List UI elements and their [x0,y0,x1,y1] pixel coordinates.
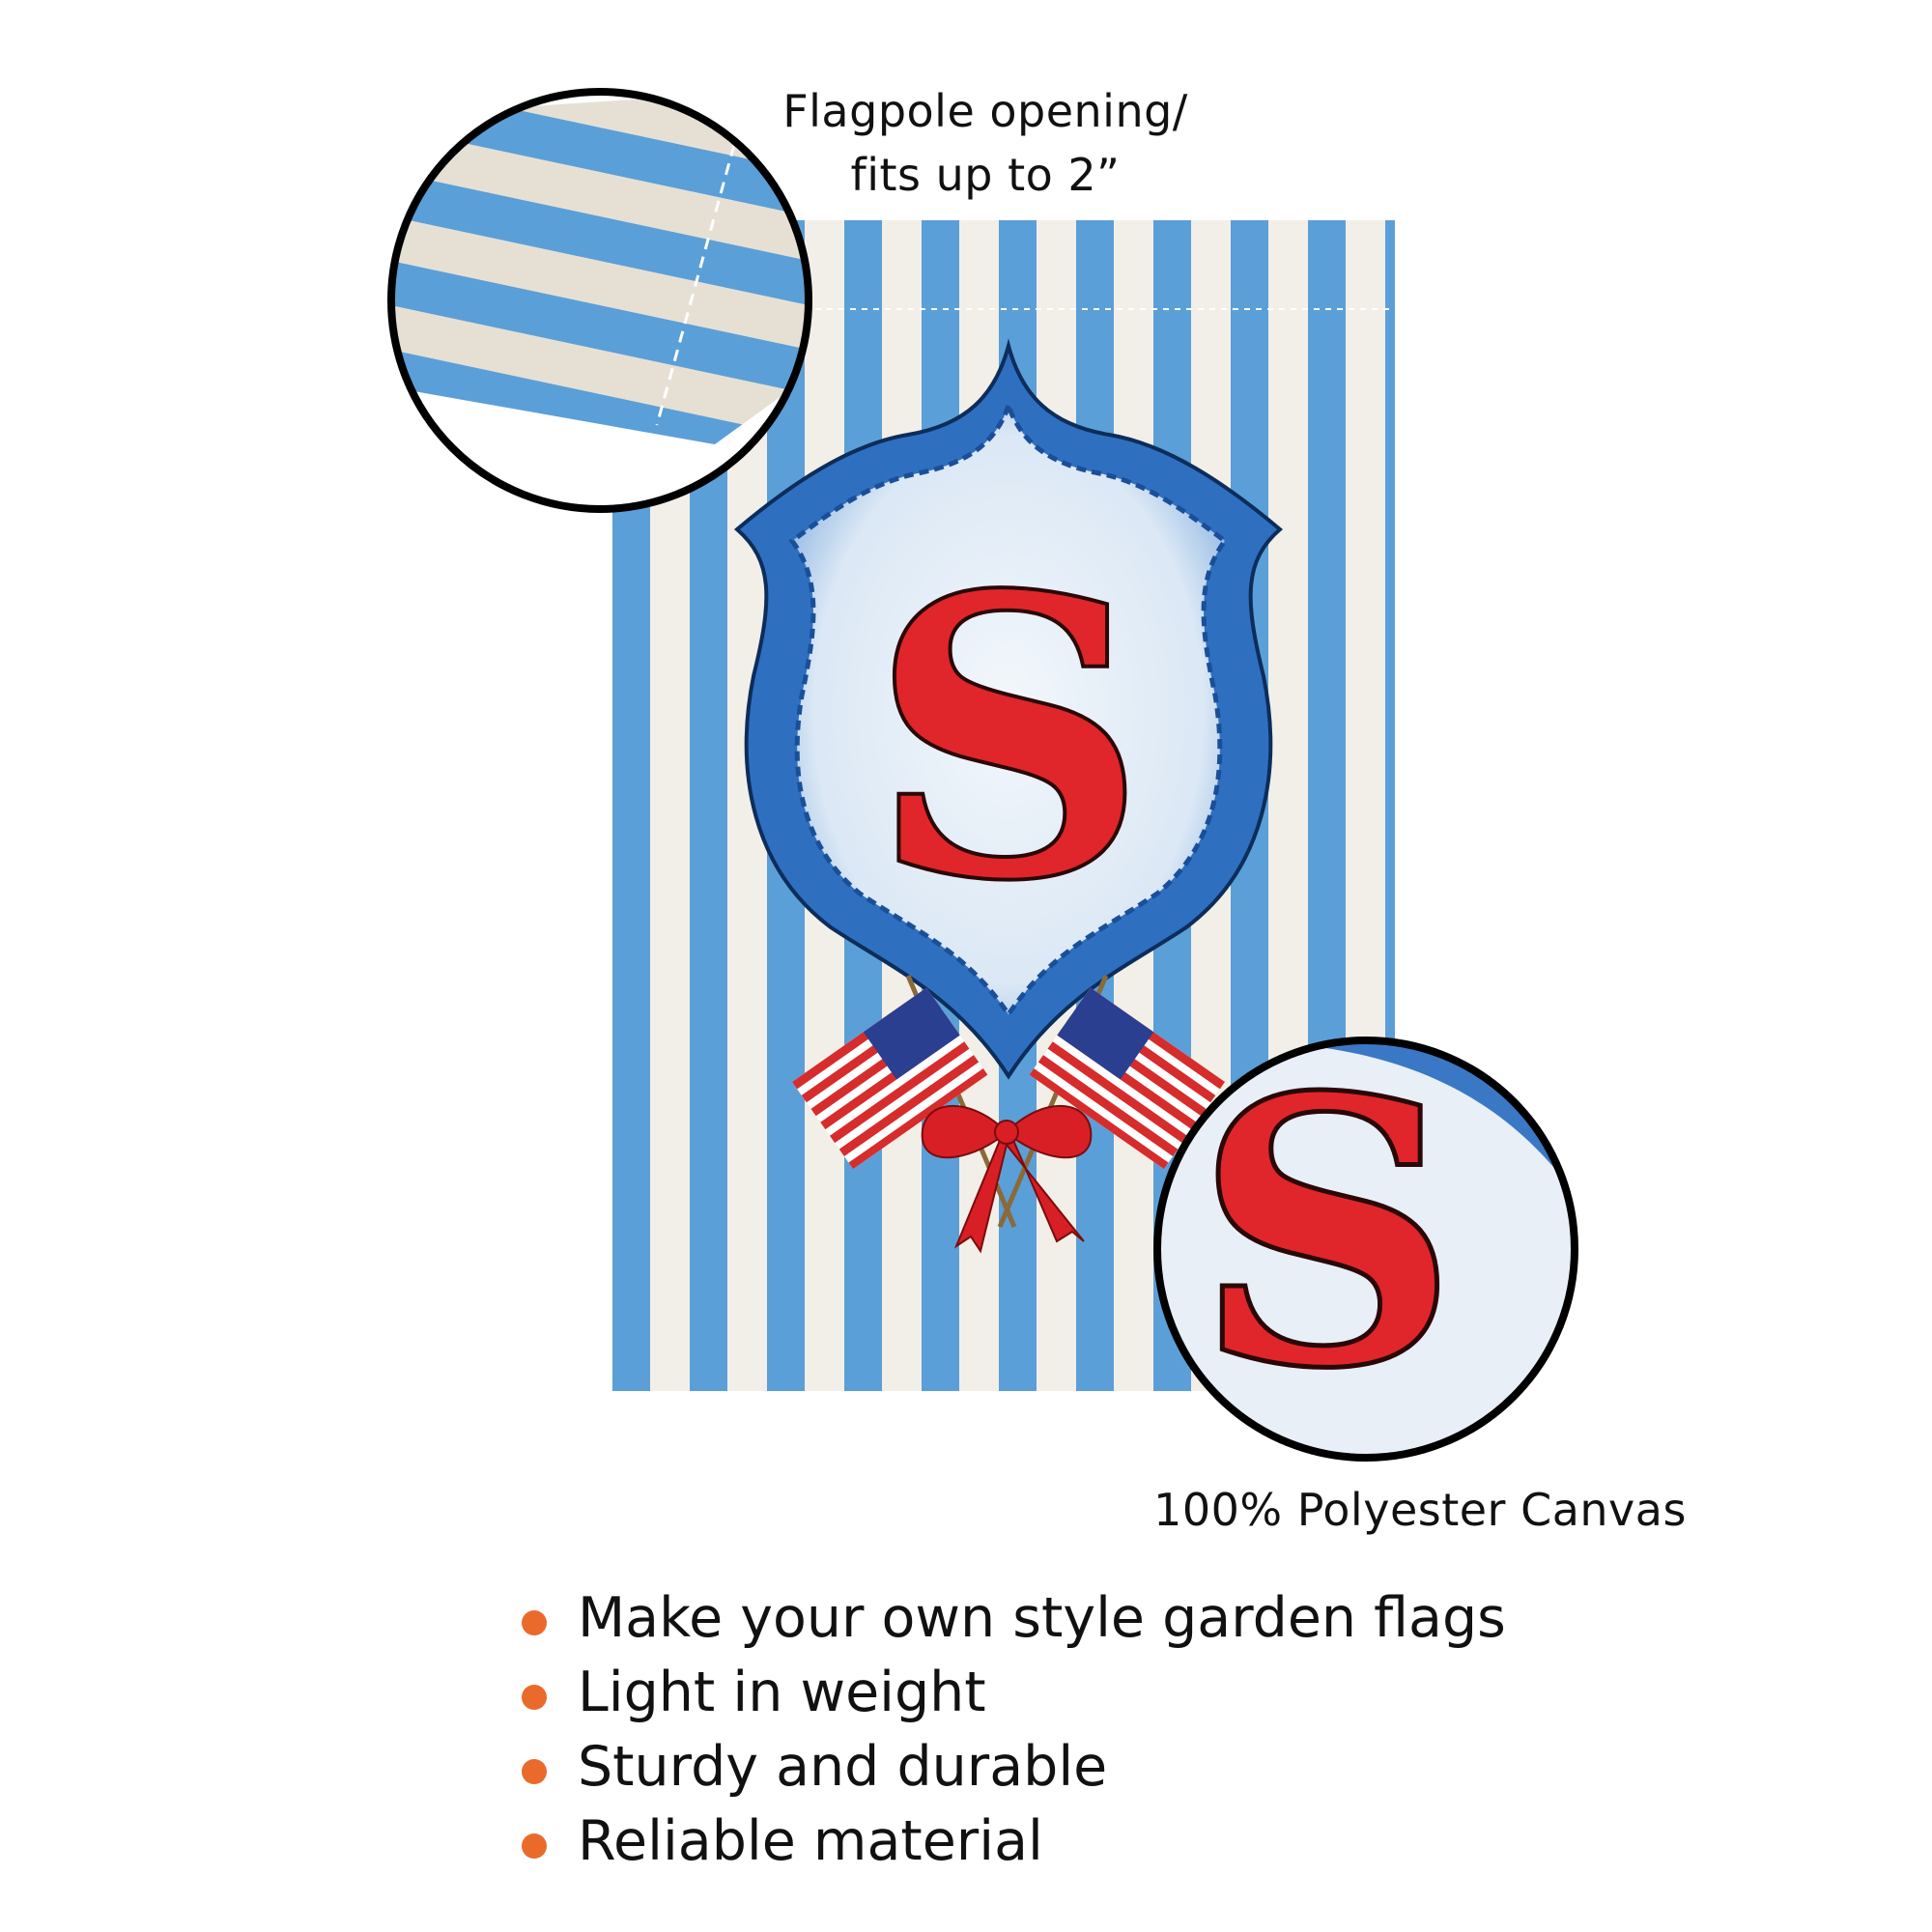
material-label: 100% Polyester Canvas [1153,1484,1687,1536]
feature-text: Sturdy and durable [578,1734,1108,1799]
monogram-letter-closeup: S [1194,1017,1459,1449]
flagpole-sleeve-closeup [387,88,812,513]
bullet-dot-icon [522,1833,547,1859]
bullet-dot-icon [522,1609,547,1635]
feature-item: Sturdy and durable [522,1729,1506,1804]
bullet-dot-icon [522,1684,547,1710]
feature-text: Reliable material [578,1808,1043,1873]
bullet-dot-icon [522,1758,547,1784]
feature-list: Make your own style garden flags Light i… [522,1580,1506,1878]
feature-item: Reliable material [522,1804,1506,1878]
feature-item: Light in weight [522,1655,1506,1729]
crossed-american-flags [792,975,1225,1254]
flagpole-label-line2: fits up to 2” [850,149,1121,201]
shield-emblem: S [733,338,1284,1080]
flagpole-label-line1: Flagpole opening/ [782,85,1188,137]
flagpole-opening-label: Flagpole opening/ fits up to 2” [734,79,1236,207]
monogram-letter: S [869,512,1149,966]
feature-text: Make your own style garden flags [578,1585,1506,1650]
feature-item: Make your own style garden flags [522,1580,1506,1655]
red-bow-icon [921,1104,1093,1254]
feature-text: Light in weight [578,1660,986,1724]
